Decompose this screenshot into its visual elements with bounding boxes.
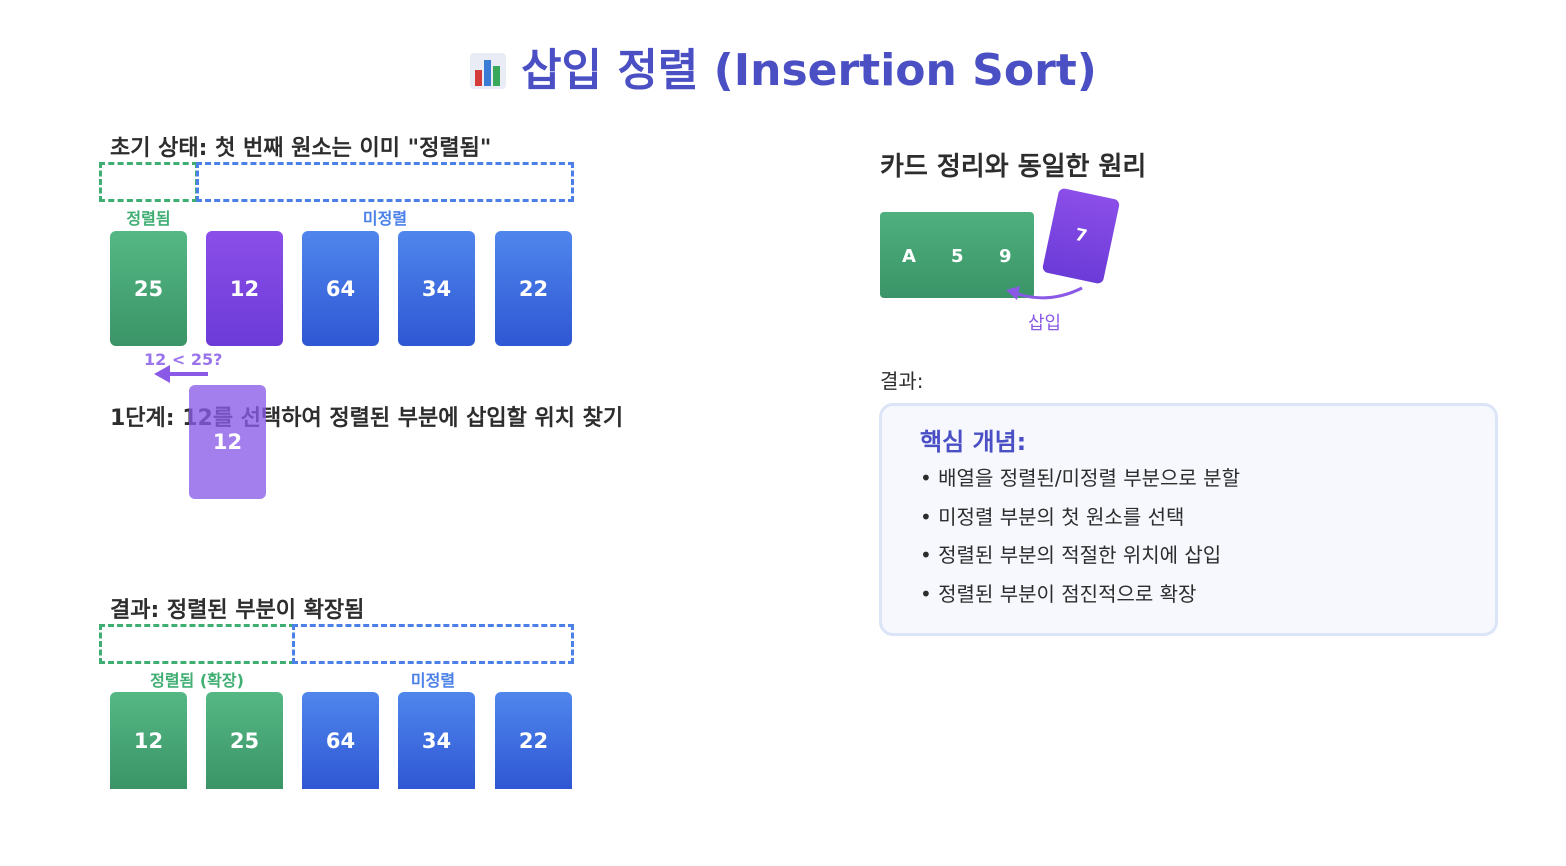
array-card-selected: 12 [206, 231, 283, 346]
unsorted-label: 미정렬 [362, 209, 408, 228]
hand-card: 5 [951, 246, 964, 267]
array-card: 12 [110, 692, 187, 789]
bar-chart-icon [469, 50, 507, 89]
page-title: 삽입 정렬 (Insertion Sort) [0, 34, 1566, 98]
array-card: 25 [110, 231, 187, 346]
insert-label: 삽입 [1028, 313, 1062, 334]
result-heading: 결과: 정렬된 부분이 확장됨 [110, 598, 365, 623]
sorted-region-box [99, 162, 198, 202]
concept-item: • 배열을 정렬된/미정렬 부분으로 분할 [920, 466, 1240, 490]
analogy-result-label: 결과: [880, 369, 924, 393]
array-card: 25 [206, 692, 283, 789]
sorted-label: 정렬됨 [126, 209, 171, 228]
array-card: 64 [302, 231, 379, 346]
new-card: 7 [1041, 187, 1121, 285]
concept-list: • 배열을 정렬된/미정렬 부분으로 분할 • 미정렬 부분의 첫 원소를 선택… [920, 462, 1240, 616]
concept-title: 핵심 개념: [920, 428, 1027, 456]
array-card: 34 [398, 231, 475, 346]
curved-arrow-icon [1006, 286, 1083, 300]
moving-card: 12 [189, 385, 266, 499]
unsorted-label: 미정렬 [410, 671, 456, 690]
array-card: 22 [495, 231, 572, 346]
concept-item: • 정렬된 부분이 점진적으로 확장 [920, 581, 1197, 606]
hand-cards: A 5 9 [880, 212, 1034, 298]
unsorted-region-box [292, 624, 574, 664]
sorted-region-box [99, 624, 295, 664]
array-card: 34 [398, 692, 475, 789]
array-card: 22 [495, 692, 572, 789]
hand-card: A [902, 246, 916, 267]
sorted-extended-label: 정렬됨 (확장) [150, 671, 244, 690]
compare-label: 12 < 25? [144, 350, 223, 369]
page-title-text: 삽입 정렬 (Insertion Sort) [521, 45, 1097, 96]
left-arrow-icon [154, 365, 208, 383]
initial-heading: 초기 상태: 첫 번째 원소는 이미 "정렬됨" [110, 136, 492, 161]
concept-item: • 미정렬 부분의 첫 원소를 선택 [920, 504, 1185, 529]
array-card: 64 [302, 692, 379, 789]
analogy-heading: 카드 정리와 동일한 원리 [880, 152, 1147, 182]
concept-box: 핵심 개념: • 배열을 정렬된/미정렬 부분으로 분할 • 미정렬 부분의 첫… [879, 403, 1498, 636]
concept-item: • 정렬된 부분의 적절한 위치에 삽입 [920, 543, 1222, 567]
unsorted-region-box [196, 162, 574, 202]
hand-card: 9 [999, 246, 1012, 267]
step1-heading: 1단계: 12를 선택하여 정렬된 부분에 삽입할 위치 찾기 [110, 406, 624, 431]
